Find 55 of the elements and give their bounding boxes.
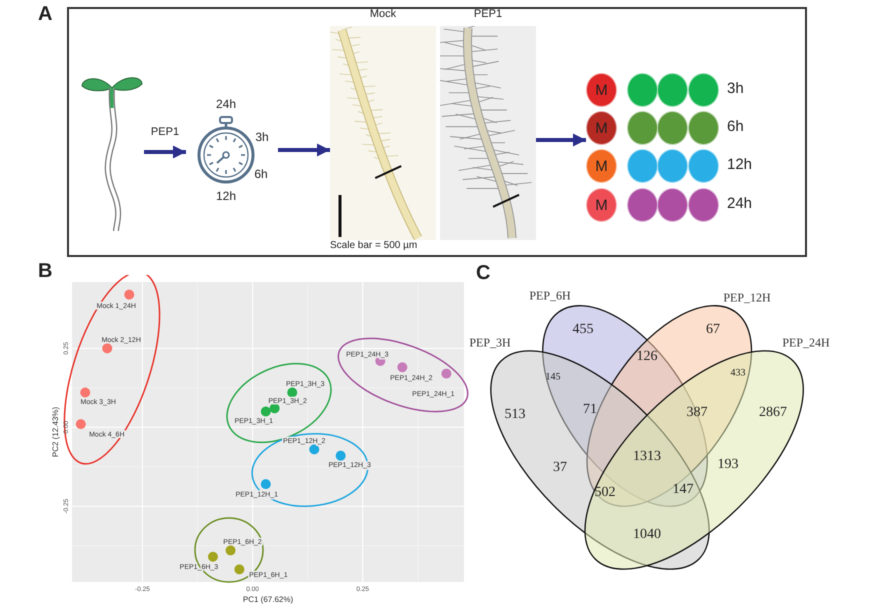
time-label: 24h xyxy=(727,195,752,212)
count-label: 71 xyxy=(583,402,597,418)
sample-circle xyxy=(627,73,658,107)
time-label: 24h xyxy=(216,97,236,111)
set-label: PEP_3H xyxy=(469,336,511,350)
time-label: 3h xyxy=(255,130,269,144)
count-label: 37 xyxy=(553,460,567,476)
arrow xyxy=(536,134,586,146)
count-label: 145 xyxy=(546,372,560,382)
count-label: 1040 xyxy=(633,527,661,543)
sample-circle: M xyxy=(586,111,617,145)
count-label: 147 xyxy=(672,482,694,498)
sample-circle xyxy=(627,188,658,222)
arrow xyxy=(144,146,186,158)
sample-circle: M xyxy=(586,73,617,107)
time-label: 3h xyxy=(727,80,744,97)
photo-heading: Mock xyxy=(370,8,396,20)
sample-circle xyxy=(627,111,658,145)
sample-circle xyxy=(627,149,658,183)
time-label: 6h xyxy=(727,118,744,135)
count-label: 2867 xyxy=(759,405,787,421)
count-label: 433 xyxy=(730,368,746,378)
photo-heading: PEP1 xyxy=(474,8,502,20)
sample-circle xyxy=(657,111,688,145)
sample-circle xyxy=(688,188,719,222)
count-label: 455 xyxy=(572,322,594,338)
edge-label: PEP1 xyxy=(148,126,182,138)
set-label: PEP_6H xyxy=(529,288,571,304)
set-label: PEP_24H xyxy=(782,336,830,350)
time-label: 12h xyxy=(216,189,236,203)
count-label: 387 xyxy=(686,405,708,421)
time-label: 6h xyxy=(254,167,268,181)
count-label: 513 xyxy=(504,407,526,423)
sample-circle xyxy=(657,73,688,107)
scale-bar-label: Scale bar = 500 µm xyxy=(330,240,418,251)
sample-circle xyxy=(688,149,719,183)
count-label: 67 xyxy=(706,322,720,338)
panel-letter: B xyxy=(38,260,52,283)
arrow xyxy=(278,144,330,156)
sample-circle: M xyxy=(586,188,617,222)
panel-letter: A xyxy=(38,3,52,26)
sample-circle: M xyxy=(586,149,617,183)
axis-title: PC1 (67.62%) xyxy=(242,595,294,604)
count-label: 126 xyxy=(636,349,658,365)
set-label: PEP_12H xyxy=(723,290,771,306)
count-label: 193 xyxy=(718,457,738,473)
count-label: 502 xyxy=(594,485,616,501)
sample-circle xyxy=(657,188,688,222)
sample-circle xyxy=(657,149,688,183)
time-label: 12h xyxy=(727,156,752,173)
sample-circle xyxy=(688,73,719,107)
axis-title: PC2 (12.43%) xyxy=(51,406,60,458)
sample-circle xyxy=(688,111,719,145)
count-label: 1313 xyxy=(633,449,661,465)
panel-letter: C xyxy=(476,262,490,285)
